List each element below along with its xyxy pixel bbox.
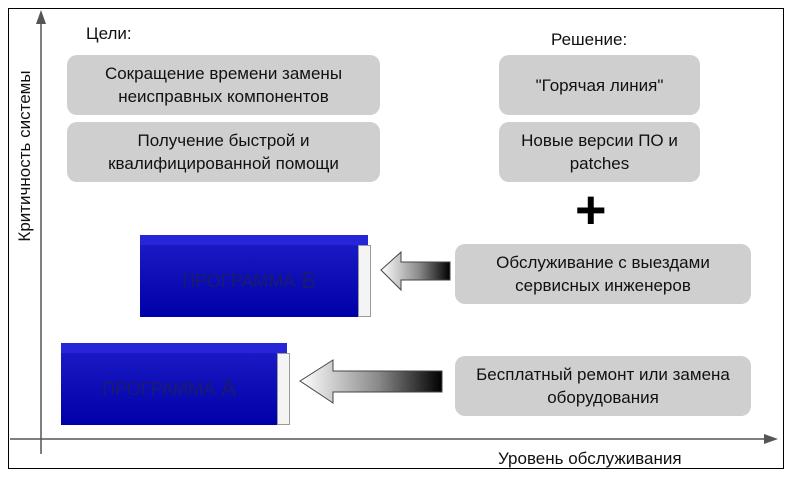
program-a-prefix: ПРОГРАММА xyxy=(102,378,216,399)
solution-heading: Решение: xyxy=(551,30,628,49)
goal-box-1: Сокращение времени замены неисправных ко… xyxy=(67,55,380,115)
solution-box-hotline: "Горячая линия" xyxy=(499,55,700,115)
program-a-side-face xyxy=(277,353,290,425)
program-a-letter: А xyxy=(221,376,236,401)
goal-box-2: Получение быстрой и квалифицированной по… xyxy=(67,122,380,182)
arrow-to-program-a xyxy=(299,359,443,404)
arrow-to-program-b xyxy=(380,250,451,292)
goals-heading: Цели: xyxy=(86,24,132,43)
y-axis-label: Критичность системы xyxy=(15,70,34,242)
solution-box-software: Новые версии ПО и patches xyxy=(499,122,700,182)
program-b-prefix: ПРОГРАММА xyxy=(182,270,296,291)
diagram-frame xyxy=(8,8,784,469)
y-axis-arrowhead xyxy=(36,10,46,24)
plus-icon: + xyxy=(575,180,607,240)
x-axis-label: Уровень обслуживания xyxy=(498,449,682,468)
program-b-letter: Б xyxy=(301,268,316,293)
service-box-free-repair: Бесплатный ремонт или замена оборудовани… xyxy=(455,356,751,416)
program-b-side-face xyxy=(358,245,371,317)
x-axis-arrowhead xyxy=(764,434,778,444)
service-box-onsite: Обслуживание с выездами сервисных инжене… xyxy=(455,244,751,304)
